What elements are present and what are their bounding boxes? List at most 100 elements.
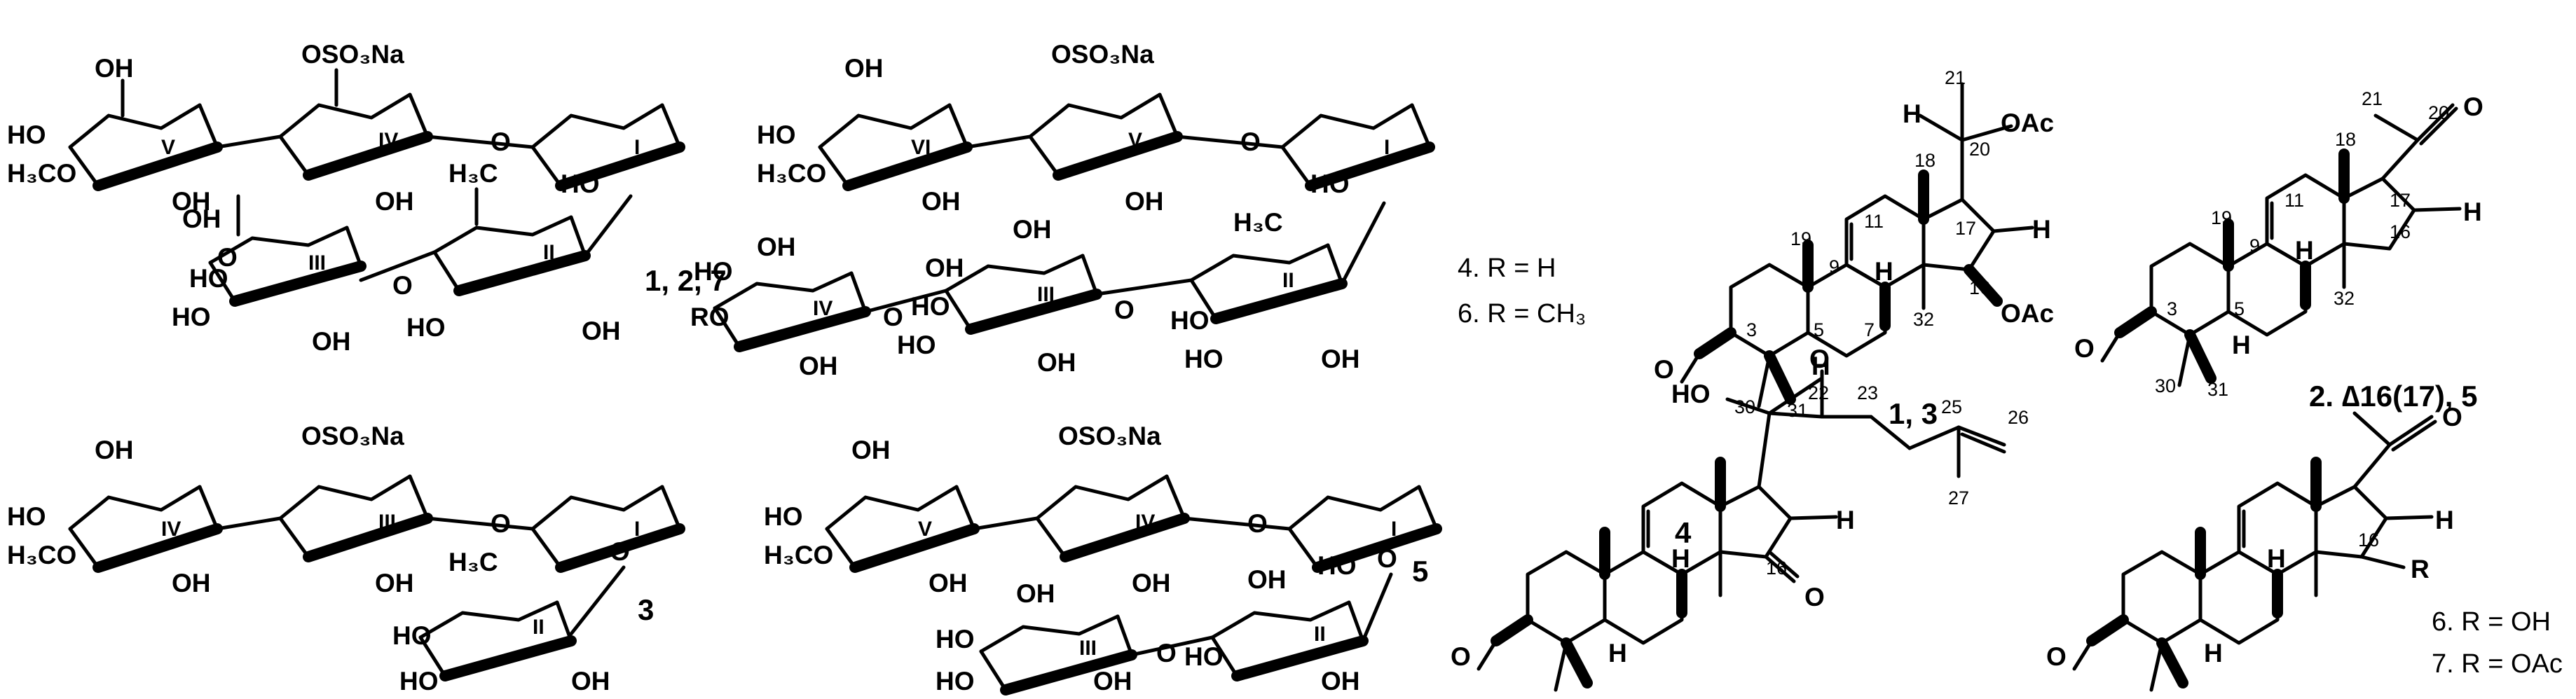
ring-label-i: I [634,136,640,159]
ho-label: HO [399,667,439,695]
atom-number-16: 16 [1969,277,1990,298]
oh-label: OH [95,436,134,464]
r-definition: 4. R = H [1458,254,1556,283]
atom-number-11: 11 [2284,190,2304,211]
ring-label-iii: III [308,251,326,275]
oh-label: OH [582,317,621,345]
compound-label: 1, 3 [1889,397,1938,430]
h-label: H [2267,544,2286,573]
ring-label-i: I [1391,518,1397,541]
h3co-label: H₃CO [764,541,833,569]
ring-label-ii: II [533,616,544,639]
atom-number-5: 5 [1814,319,1824,340]
atom-number-16: 16 [1766,558,1787,579]
h-label: H [1903,99,1921,128]
h3c-label: H₃C [448,548,498,576]
ho-label: HO [1671,380,1711,408]
aglycone-6-7: O H R H H O 16 6. R = OH 7. R = OAc [2046,403,2563,692]
h3c-label: H₃C [448,159,498,188]
compound-label: 3 [638,593,654,626]
oso3na-label: OSO₃Na [1058,422,1161,450]
atom-number-11: 11 [1864,211,1884,232]
ring-label-iii: III [1079,637,1097,660]
atom-number-31: 31 [1787,400,1808,421]
ho-label: HO [406,313,446,342]
ring-label-vi: VI [911,136,931,159]
ho-label: HO [392,621,432,650]
ring-label-v: V [1128,129,1142,152]
oligosaccharide-3: OH HO H₃CO OH OSO₃Na OH O H₃C HO HO OH O… [7,422,680,695]
h-label: H [2232,331,2251,359]
ho-label: HO [897,331,936,359]
h3co-label: H₃CO [7,541,76,569]
oh-label: OH [844,54,884,83]
atom-number-7: 7 [1864,319,1875,340]
oh-label: OH [182,205,221,233]
ho-label: HO [1310,169,1350,198]
atom-number-32: 32 [2334,288,2355,309]
oso3na-label: OSO₃Na [301,422,404,450]
atom-number-18: 18 [2335,129,2356,150]
atom-number-31: 31 [2207,379,2228,400]
aglycone-4: HO O O H H H O 16 22 23 25 26 27 4 [1451,345,2029,692]
atom-number-16: 16 [2390,221,2411,242]
o-label: O [392,271,413,300]
h-label: H [1875,257,1893,286]
oh-label: OH [925,254,964,282]
o-label: O [1809,345,1830,373]
oh-label: OH [375,569,414,597]
ring-label-ii: II [1282,269,1294,292]
ring-label-iv: IV [161,518,181,541]
o-label: O [883,303,903,331]
o-label: O [2442,403,2462,431]
o-label: O [1240,127,1261,156]
ho-label: HO [936,625,975,653]
atom-number-30: 30 [2155,375,2176,396]
atom-number-3: 3 [2167,298,2177,319]
atom-number-21: 21 [1945,67,1966,88]
ring-label-ii: II [1314,623,1326,646]
ring-label-iv: IV [813,297,833,320]
atom-number-20: 20 [1969,139,1990,160]
oh-label: OH [1125,187,1164,216]
atom-number-22: 22 [1808,382,1829,403]
ho-label: HO [764,502,803,531]
o-label: O [491,509,511,538]
atom-number-17: 17 [2390,190,2411,211]
ho-label: HO [757,120,796,149]
ring-label-v: V [161,136,175,159]
h-label: H [2463,198,2482,226]
atom-number-5: 5 [2234,298,2245,319]
atom-number-17: 17 [1955,218,1976,239]
oligosaccharide-1-2-7: OH HO H₃CO OH OSO₃Na OH O HO O OH HO HO … [7,40,727,356]
atom-number-23: 23 [1857,382,1878,403]
o-label: O [1451,642,1471,671]
ho-label: HO [1170,306,1210,335]
o-label: O [2046,642,2067,671]
ho-label: HO [936,667,975,695]
h-label: H [2032,215,2051,244]
h3c-label: H₃C [1233,208,1283,237]
oh-label: OH [1093,667,1132,695]
r-label: R [2411,555,2430,583]
compound-label: 5 [1412,555,1428,588]
oh-label: OH [1321,345,1360,373]
h-label: H [1836,506,1855,534]
atom-number-19: 19 [2211,207,2232,228]
r-definition: 7. R = OAc [2432,649,2563,679]
ho-label: HO [7,120,46,149]
ho-label: HO [1184,345,1224,373]
oh-label: OH [1247,565,1287,594]
o-label: O [2463,92,2483,121]
oh-label: OH [571,667,610,695]
atom-number-9: 9 [1829,256,1839,277]
oh-label: OH [312,327,351,356]
oh-label: OH [375,187,414,216]
o-label: O [1247,509,1268,538]
ring-label-iii: III [378,511,396,534]
oh-label: OH [929,569,968,597]
ho-label: HO [7,502,46,531]
compound-label: 4 [1675,516,1692,549]
atom-number-32: 32 [1913,309,1934,330]
compound-label: 1, 2, 7 [645,264,727,297]
